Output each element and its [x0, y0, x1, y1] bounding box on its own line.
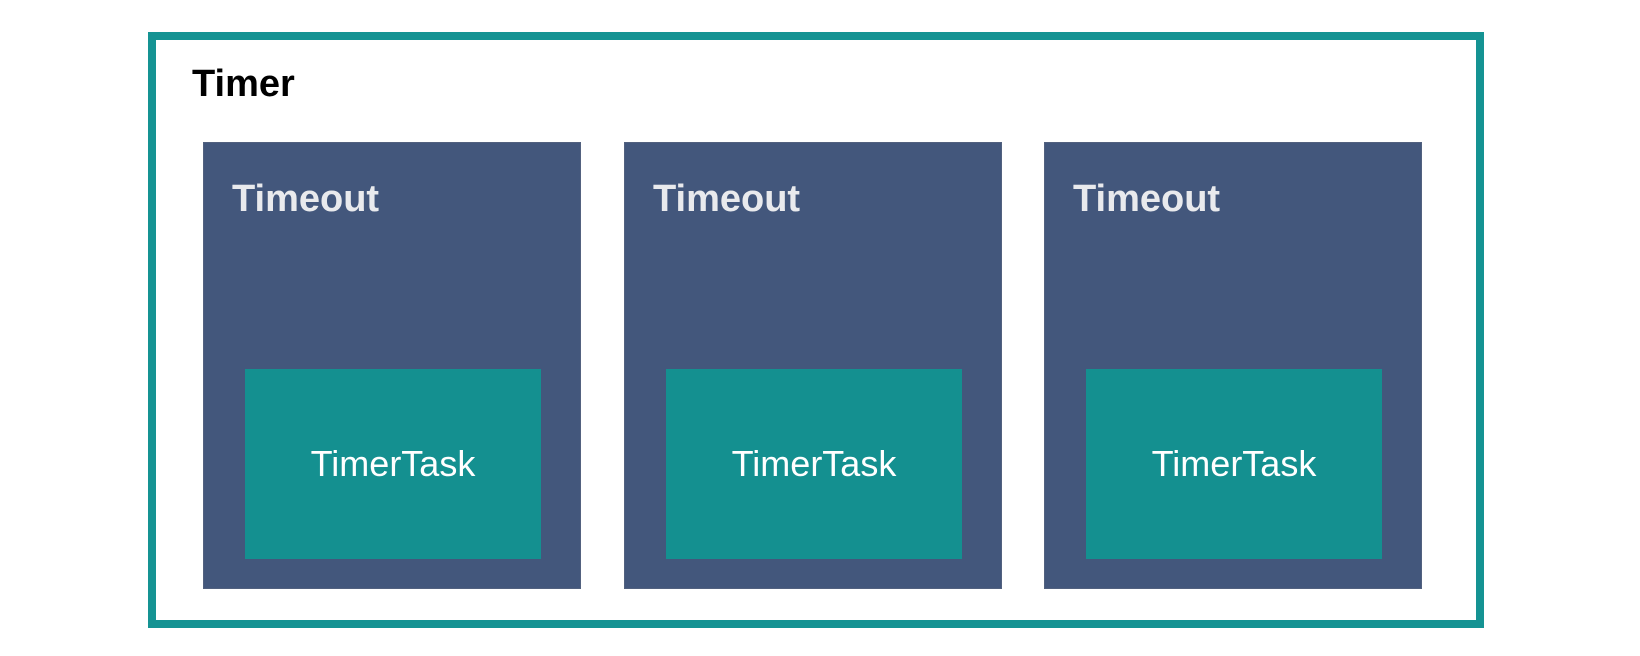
- timeout-label: Timeout: [232, 178, 380, 220]
- timeout-label: Timeout: [653, 178, 801, 220]
- timeout-box-1: Timeout TimerTask: [203, 142, 581, 589]
- timeout-label: Timeout: [1073, 178, 1221, 220]
- timeout-box-2: Timeout TimerTask: [624, 142, 1002, 589]
- timer-task-box-1: TimerTask: [245, 369, 541, 559]
- timer-task-label: TimerTask: [310, 443, 476, 485]
- timer-title: Timer: [192, 63, 295, 105]
- timer-task-box-2: TimerTask: [666, 369, 962, 559]
- timeout-box-3: Timeout TimerTask: [1044, 142, 1422, 589]
- timer-task-box-3: TimerTask: [1086, 369, 1382, 559]
- timer-task-label: TimerTask: [1151, 443, 1317, 485]
- timer-task-label: TimerTask: [731, 443, 897, 485]
